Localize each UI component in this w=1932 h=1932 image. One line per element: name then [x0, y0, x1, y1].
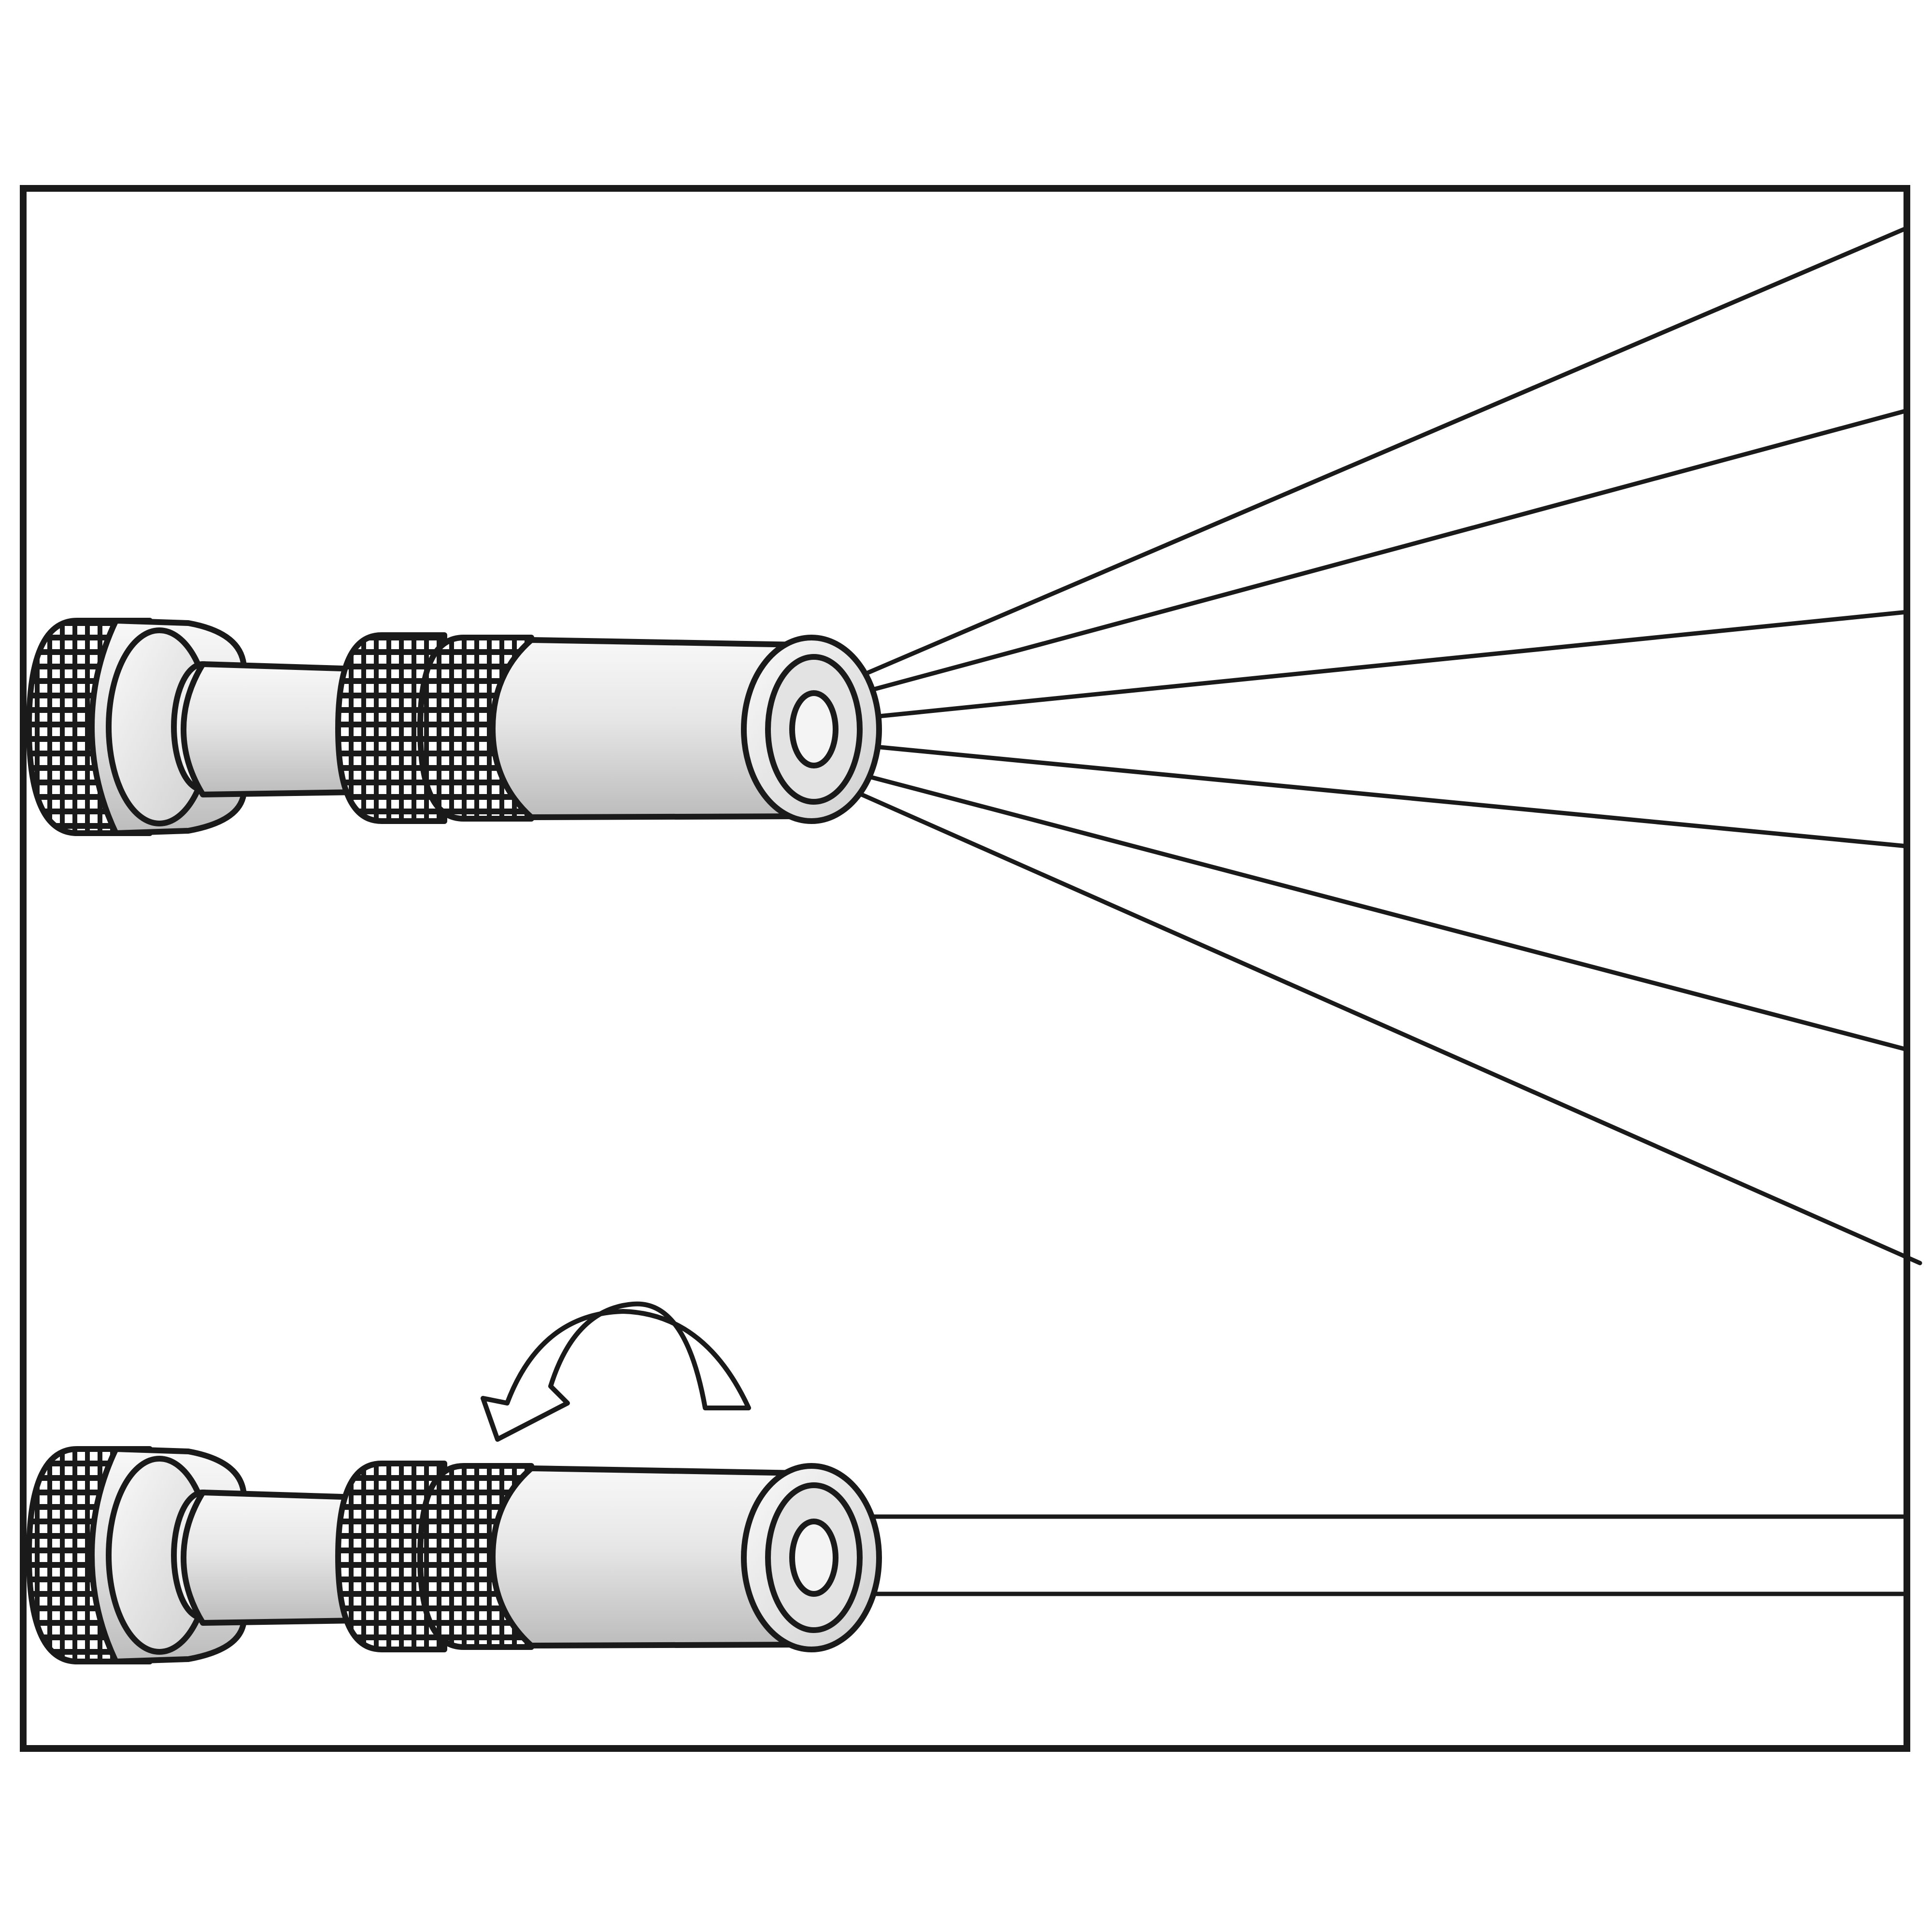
spray-stream — [857, 226, 1909, 679]
middle-knurled-ring — [335, 1461, 447, 1652]
spray-streams — [804, 226, 1922, 1265]
spray-stream — [843, 768, 1909, 1052]
nozzle-orifice — [789, 1519, 838, 1597]
spray-stream — [843, 785, 1922, 1265]
middle-knurled-ring — [335, 632, 447, 824]
rotate-arrow-icon — [481, 1301, 751, 1442]
jet-streams — [811, 1514, 1907, 1596]
spray-stream — [843, 610, 1909, 722]
nozzle-barrel — [490, 637, 805, 820]
frame-border — [20, 185, 1910, 1752]
connector-pipe — [181, 661, 360, 797]
spray-stream — [857, 408, 1909, 696]
connector-pipe — [181, 1490, 360, 1626]
spray-stream — [843, 741, 1909, 849]
hose-nozzle-top — [26, 618, 882, 836]
nozzle-barrel — [490, 1465, 805, 1648]
hose-nozzle-bottom — [26, 1446, 882, 1664]
nozzle-orifice — [789, 690, 838, 768]
